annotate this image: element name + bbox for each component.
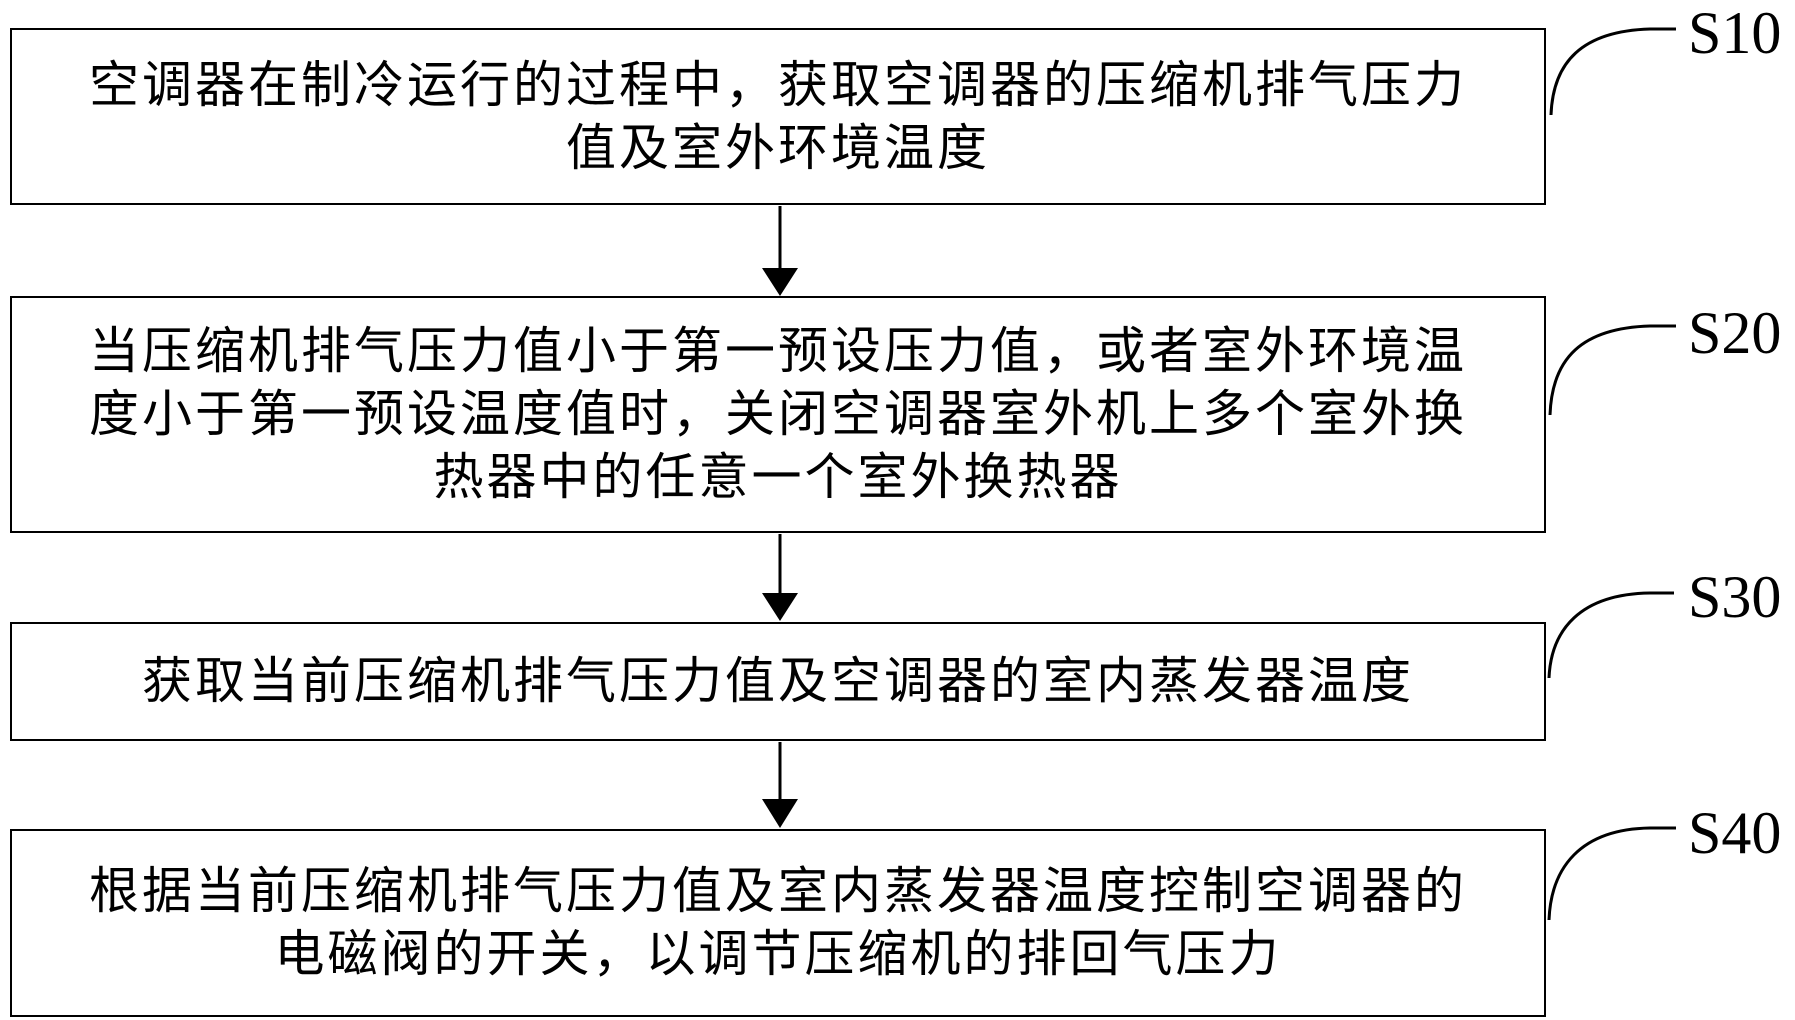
- flow-box-text: 热器中的任意一个室外换热器: [433, 449, 1123, 505]
- flow-box-text: 度小于第一预设温度值时，关闭空调器室外机上多个室外换: [89, 386, 1467, 442]
- step-label-s20: S20: [1688, 300, 1782, 366]
- arrow-down-icon: [762, 742, 798, 828]
- step-label-s40: S40: [1688, 800, 1782, 866]
- flow-box-text: 获取当前压缩机排气压力值及空调器的室内蒸发器温度: [142, 653, 1414, 709]
- arrow-down-icon: [762, 534, 798, 621]
- flow-box-s10: 空调器在制冷运行的过程中，获取空调器的压缩机排气压力 值及室外环境温度: [10, 28, 1546, 205]
- leader-line-s20: [1548, 324, 1676, 416]
- flow-box-s40: 根据当前压缩机排气压力值及室内蒸发器温度控制空调器的 电磁阀的开关，以调节压缩机…: [10, 829, 1546, 1017]
- flow-box-text: 空调器在制冷运行的过程中，获取空调器的压缩机排气压力: [89, 56, 1467, 113]
- flow-box-text: 当压缩机排气压力值小于第一预设压力值，或者室外环境温: [89, 323, 1467, 379]
- flow-box-s30: 获取当前压缩机排气压力值及空调器的室内蒸发器温度: [10, 622, 1546, 741]
- flow-box-s20: 当压缩机排气压力值小于第一预设压力值，或者室外环境温 度小于第一预设温度值时，关…: [10, 296, 1546, 533]
- leader-line-s40: [1547, 826, 1676, 921]
- leader-line-s10: [1549, 27, 1676, 116]
- flow-box-text: 值及室外环境温度: [566, 119, 990, 176]
- step-label-s10: S10: [1688, 0, 1782, 66]
- leader-line-s30: [1547, 591, 1674, 679]
- flow-box-text: 电磁阀的开关，以调节压缩机的排回气压力: [274, 926, 1282, 982]
- flow-box-text: 根据当前压缩机排气压力值及室内蒸发器温度控制空调器的: [89, 863, 1467, 919]
- arrow-down-icon: [762, 206, 798, 296]
- step-label-s30: S30: [1688, 564, 1782, 630]
